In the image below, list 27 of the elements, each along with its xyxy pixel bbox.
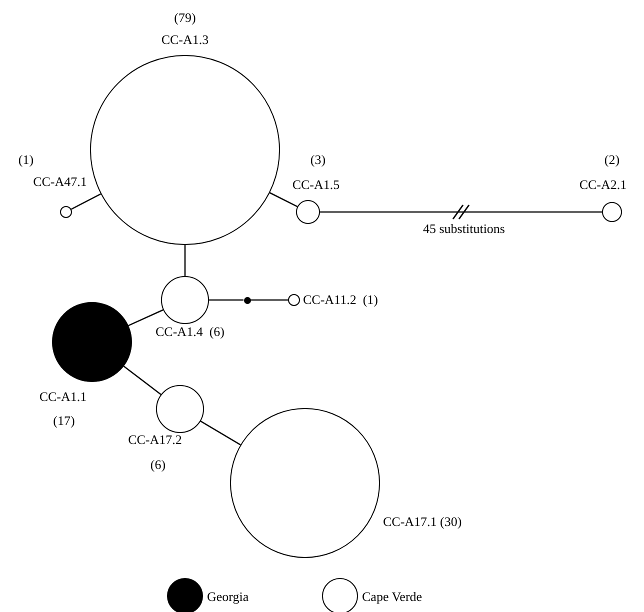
- haplotype-label: (1): [18, 153, 34, 166]
- edge-label: 45 substitutions: [423, 222, 505, 235]
- network-link: [270, 192, 298, 208]
- haplotype-label: CC-A11.2 (1): [303, 293, 378, 306]
- network-link: [128, 309, 164, 326]
- network-link: [123, 366, 162, 395]
- network-link: [71, 193, 102, 210]
- haplotype-label: (2): [604, 153, 620, 166]
- haplotype-label: CC-A17.1 (30): [383, 515, 462, 528]
- network-link: [250, 299, 288, 301]
- network-link: [320, 211, 602, 213]
- legend-label: Georgia: [207, 590, 249, 603]
- haplotype-label: (6): [150, 458, 166, 471]
- legend-label: Cape Verde: [362, 590, 422, 603]
- haplotype-label: CC-A47.1: [33, 175, 87, 188]
- haplotype-label: CC-A1.4 (6): [156, 325, 224, 338]
- haplotype-label: (3): [310, 153, 326, 166]
- haplotype-label: CC-A1.3: [161, 33, 209, 46]
- haplotype-label: CC-A1.1: [39, 390, 87, 403]
- haplotype-label: CC-A1.5: [292, 178, 340, 191]
- haplotype-label: (79): [174, 11, 196, 24]
- network-link: [200, 420, 241, 446]
- network-link: [209, 299, 244, 301]
- haplotype-label: (17): [53, 414, 75, 427]
- haplotype-label: CC-A17.2: [128, 433, 182, 446]
- network-link: [184, 245, 186, 276]
- haplotype-label: CC-A2.1: [579, 178, 627, 191]
